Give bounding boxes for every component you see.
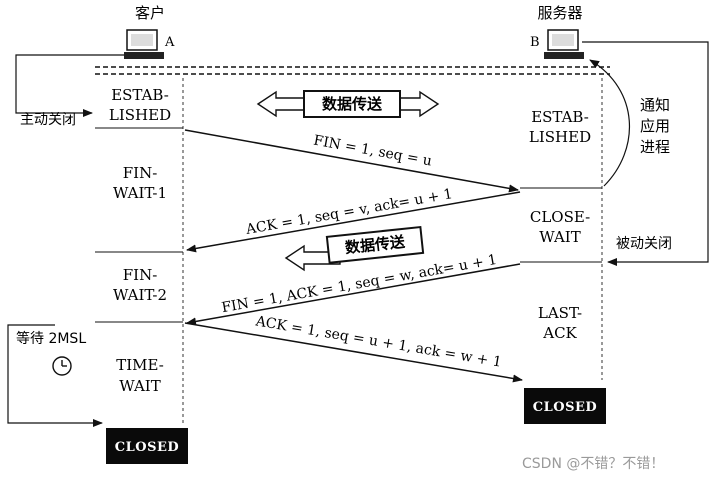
server-state-established-line1: ESTAB- (531, 108, 589, 126)
server-state-last-ack-line2: ACK (542, 324, 577, 342)
notify-label-line1: 通知 (640, 96, 670, 114)
server-state-close-wait-line2: WAIT (539, 228, 580, 246)
watermark: CSDN @不错？不错！ (522, 456, 664, 472)
fin2-arrow (186, 263, 521, 326)
active-close-arrow (15, 54, 124, 117)
notify-label-line2: 应用 (640, 117, 670, 135)
active-close-label: 主动关闭 (20, 112, 76, 128)
client-state-established-line1: ESTAB- (111, 86, 169, 104)
data-transfer-one-way-box (325, 225, 425, 264)
client-state-established-line2: LISHED (109, 106, 171, 124)
server-host-label: B (530, 35, 540, 50)
clock-icon (52, 356, 72, 376)
server-closed-box (524, 388, 606, 424)
data-transfer-box (303, 90, 401, 118)
fin1-arrow (184, 129, 519, 193)
notify-app-arrow (589, 59, 630, 187)
client-state-time-wait-line1: TIME- (116, 356, 164, 374)
ack2-label: ACK = 1, seq = u + 1, ack = w + 1 (254, 313, 503, 370)
ack2-arrow (184, 322, 523, 383)
client-state-fin-wait-2-line1: FIN- (123, 266, 158, 284)
client-state-fin-wait-1-line2: WAIT-1 (113, 184, 167, 202)
passive-close-arrow (582, 41, 709, 266)
wait-2msl-label: 等待 2MSL (16, 330, 86, 347)
server-state-close-wait-line1: CLOSE- (530, 208, 590, 226)
client-title: 客户 (135, 4, 165, 22)
data-transfer-label: 数据传送 (322, 95, 383, 113)
ack1-arrow (186, 191, 521, 253)
client-host-label: A (164, 35, 175, 50)
fin2-label: FIN = 1, ACK = 1, seq = w, ack= u + 1 (220, 252, 498, 316)
server-state-established-line2: LISHED (529, 128, 591, 146)
client-state-fin-wait-2-line2: WAIT-2 (113, 286, 167, 304)
server-computer-icon (544, 29, 584, 59)
passive-close-label: 被动关闭 (616, 236, 672, 252)
notify-label-line3: 进程 (640, 138, 670, 156)
ack1-label: ACK = 1, seq = v, ack= u + 1 (244, 186, 454, 238)
server-state-last-ack-line1: LAST- (538, 304, 582, 322)
client-closed-box (106, 428, 188, 464)
wait-2msl-bracket (7, 324, 103, 427)
client-state-fin-wait-1-line1: FIN- (123, 164, 158, 182)
server-closed-label: CLOSED (533, 400, 597, 415)
server-title: 服务器 (537, 4, 582, 22)
client-closed-label: CLOSED (115, 440, 179, 455)
client-computer-icon (124, 29, 164, 59)
client-state-time-wait-line2: WAIT (119, 377, 160, 395)
